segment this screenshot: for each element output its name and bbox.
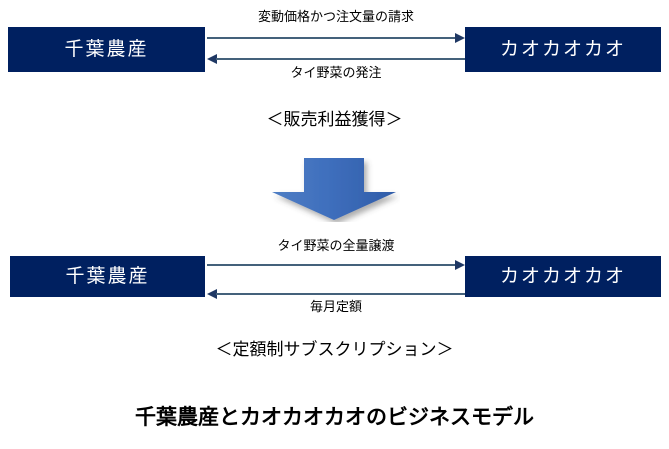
top-flow-to-left-arrow [207, 53, 465, 65]
page-title: 千葉農産とカオカオカオのビジネスモデル [135, 406, 534, 429]
arrow-shaft [207, 264, 456, 266]
arrowhead-right-icon [455, 33, 465, 43]
top-right-entity-box: カオカオカオ [465, 27, 661, 72]
top-flow-to-left-label: タイ野菜の発注 [290, 65, 382, 80]
bottom-flow-to-right-arrow [207, 259, 465, 271]
arrow-shaft [207, 37, 456, 39]
top-left-entity-label: 千葉農産 [64, 39, 149, 60]
bottom-flow-to-right-label: タイ野菜の全量譲渡 [277, 238, 395, 253]
arrow-shaft [216, 293, 465, 295]
bottom-left-entity-label: 千葉農産 [65, 266, 150, 287]
bottom-flow-to-left-label: 毎月定額 [309, 299, 362, 314]
top-section-caption: ＜販売利益獲得＞ [266, 110, 403, 129]
bottom-section-caption: ＜定額制サブスクリプション＞ [215, 340, 454, 359]
arrowhead-left-icon [207, 54, 217, 64]
top-flow-to-right-arrow [207, 32, 465, 44]
bottom-left-entity-box: 千葉農産 [10, 256, 205, 297]
bottom-right-entity-label: カオカオカオ [499, 266, 626, 287]
top-right-entity-label: カオカオカオ [499, 39, 626, 60]
top-flow-to-right-label: 変動価格かつ注文量の請求 [257, 9, 414, 24]
down-arrow-icon [268, 158, 400, 222]
arrow-shaft [216, 58, 465, 60]
arrowhead-left-icon [207, 289, 217, 299]
bottom-right-entity-box: カオカオカオ [465, 256, 661, 297]
top-left-entity-box: 千葉農産 [8, 27, 205, 72]
arrowhead-right-icon [455, 260, 465, 270]
bottom-flow-to-left-arrow [207, 288, 465, 300]
